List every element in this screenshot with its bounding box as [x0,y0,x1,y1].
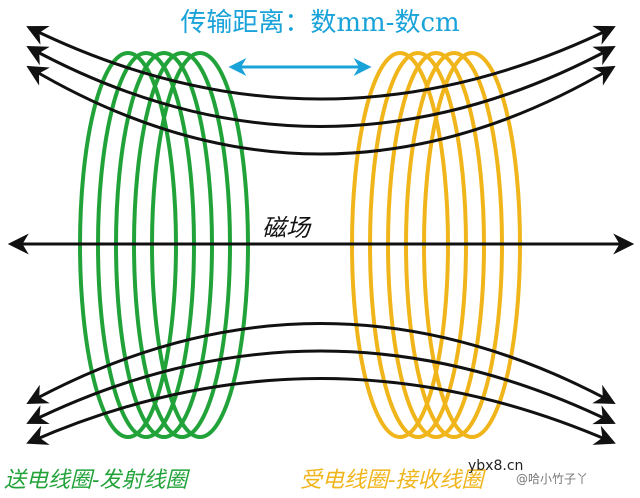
transmitter-coil-label: 送电线圈-发射线圈 [4,468,188,493]
field-line-bottom [26,377,616,445]
field-line-bottom [26,349,616,425]
watermark-site: ybx8.cn [468,458,524,474]
magnetic-field-label: 磁场 [262,214,310,242]
magnetic-field-lines [7,25,635,445]
watermark-author: @哈小竹子丫 [516,472,589,486]
field-line-top [26,65,616,156]
diagram-title: 传输距离：数mm-数cm [180,8,460,38]
receiver-coil-label: 受电线圈-接收线圈 [300,468,484,493]
field-line-top [26,46,616,128]
field-line-bottom [26,322,616,404]
